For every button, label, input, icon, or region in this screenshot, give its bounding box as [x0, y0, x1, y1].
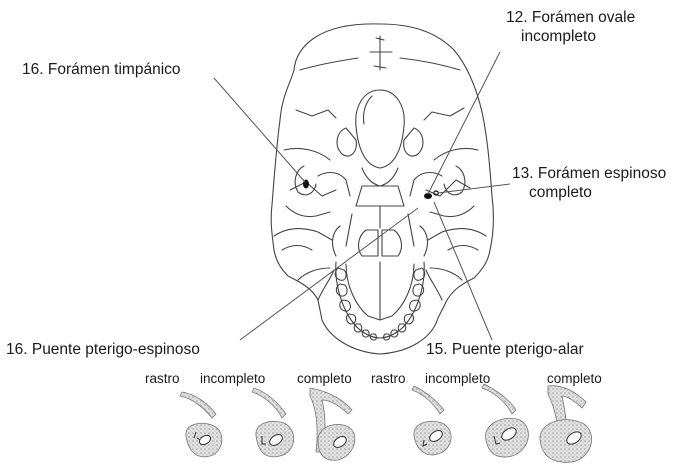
label-oval-foramen-status: incompleto	[521, 27, 596, 46]
skull-outline	[271, 24, 493, 354]
spinous-foramen-marker	[434, 191, 438, 195]
leader-tympanic	[214, 78, 305, 182]
leader-spinous	[438, 184, 510, 193]
variant-left-complete: completo	[297, 371, 352, 386]
label-pterygospinous-bridge: 16. Puente pterigo-espinoso	[6, 340, 200, 359]
label-oval-foramen: 12. Forámen ovale	[506, 8, 635, 27]
label-tympanic-foramen: 16. Forámen timpánico	[22, 60, 181, 79]
foramen-magnum	[356, 90, 405, 168]
variant-right-complete: completo	[547, 371, 602, 386]
variant-right-incomplete: incompleto	[425, 371, 490, 386]
label-spinous-foramen-status: completo	[529, 183, 592, 202]
variant-left-trace: rastro	[145, 371, 180, 386]
variant-right-trace: rastro	[371, 371, 406, 386]
variant-left-incomplete: incompleto	[200, 371, 265, 386]
leader-oval	[428, 52, 500, 194]
leader-pterygospinous	[240, 208, 418, 340]
label-pterygoalar-bridge: 15. Puente pterigo-alar	[426, 340, 584, 359]
leader-pterygoalar	[434, 202, 492, 340]
label-spinous-foramen: 13. Forámen espinoso	[512, 164, 666, 183]
